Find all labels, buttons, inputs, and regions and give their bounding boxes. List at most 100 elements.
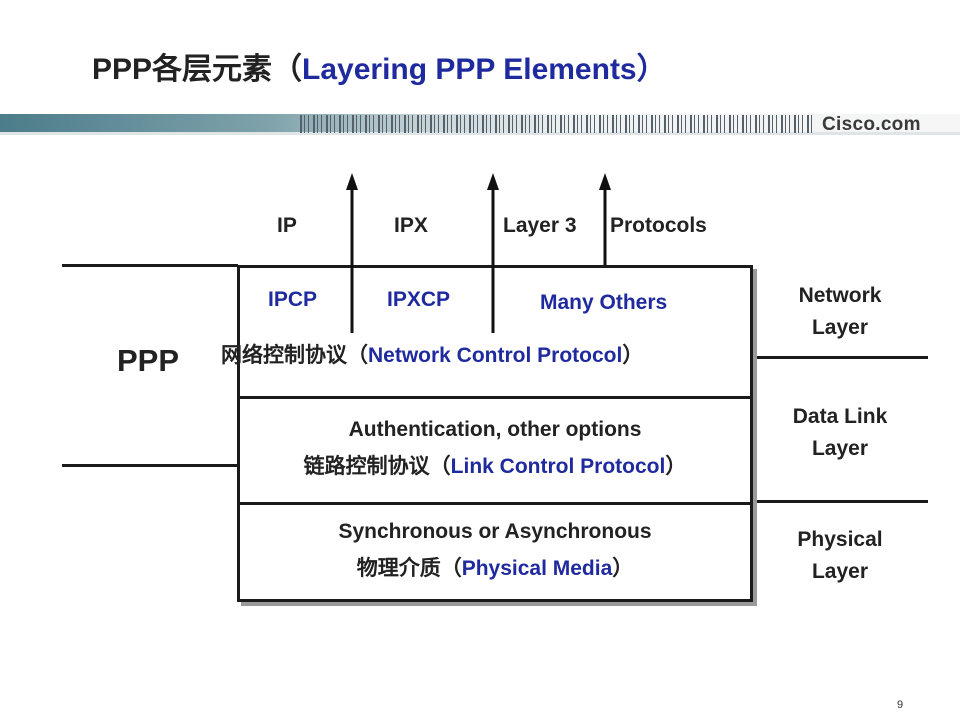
barcode-stripe	[534, 115, 536, 133]
ncp-end: ）	[622, 344, 644, 367]
datalink-layer-line2: Layer	[811, 437, 869, 460]
label-layer3: Layer 3	[503, 214, 577, 237]
barcode-stripe	[763, 115, 764, 133]
arrow-ip-head	[346, 173, 358, 190]
barcode-stripe	[794, 115, 796, 133]
barcode-stripe	[495, 115, 497, 133]
phys-en: Physical Media	[461, 557, 613, 580]
barcode-stripe	[607, 115, 608, 133]
barcode-stripe	[326, 115, 328, 133]
barcode-stripe	[399, 115, 400, 133]
barcode-stripe	[781, 115, 783, 133]
title-en: Layering PPP Elements	[302, 53, 637, 86]
barcode-stripe	[386, 115, 387, 133]
barcode-stripe	[733, 115, 734, 133]
barcode-stripe	[547, 115, 549, 133]
barcode-stripe	[412, 115, 413, 133]
barcode-stripe	[551, 115, 552, 133]
barcode-stripe	[373, 115, 374, 133]
barcode-stripe	[356, 115, 357, 133]
barcode-stripe	[304, 115, 305, 133]
barcode-stripe	[313, 115, 315, 133]
barcode-stripe	[629, 115, 630, 133]
barcode-stripe	[347, 115, 348, 133]
title-end: ）	[636, 53, 667, 86]
network-layer-line1: Network	[798, 284, 882, 307]
barcode-stripe	[690, 115, 692, 133]
barcode-stripe	[516, 115, 517, 133]
barcode-stripe	[716, 115, 718, 133]
barcode-stripe	[568, 115, 569, 133]
lcp-text: 链路控制协议（Link Control Protocol）	[237, 450, 753, 480]
barcode-stripe	[798, 115, 799, 133]
barcode-stripe	[321, 115, 322, 133]
barcode-stripe	[681, 115, 682, 133]
arrow-ipx-head	[487, 173, 499, 190]
many-others-label: Many Others	[540, 291, 668, 314]
barcode-stripe	[473, 115, 474, 133]
barcode-stripe	[577, 115, 578, 133]
barcode-stripe	[560, 115, 562, 133]
barcode-stripe	[633, 115, 634, 133]
barcode-stripe	[737, 115, 738, 133]
barcode-stripe	[586, 115, 588, 133]
barcode-stripe	[434, 115, 435, 133]
barcode-stripe	[776, 115, 777, 133]
network-layer-label: Network Layer	[770, 280, 910, 344]
page-title: PPP各层元素（Layering PPP Elements）	[92, 44, 667, 88]
ncp-text: 网络控制协议（Network Control Protocol）	[221, 339, 643, 369]
barcode-stripe	[460, 115, 461, 133]
lcp-box	[237, 396, 753, 505]
lcp-cn: 链路控制协议（	[303, 455, 451, 478]
barcode-stripe	[404, 115, 406, 133]
barcode-stripe	[729, 115, 731, 133]
barcode-stripe	[620, 115, 621, 133]
barcode-stripe	[625, 115, 627, 133]
barcode-stripe	[677, 115, 679, 133]
barcode-stripe	[456, 115, 458, 133]
barcode-stripe	[811, 115, 812, 133]
barcode-stripe	[538, 115, 539, 133]
barcode-stripe	[603, 115, 604, 133]
barcode-stripe	[638, 115, 640, 133]
barcode-stripe	[382, 115, 383, 133]
barcode-stripe	[590, 115, 591, 133]
barcode-stripe	[529, 115, 530, 133]
phys-text: 物理介质（Physical Media）	[237, 552, 753, 582]
barcode-stripe	[599, 115, 601, 133]
barcode-stripe	[672, 115, 673, 133]
barcode-stripe	[720, 115, 721, 133]
barcode-stripe	[525, 115, 526, 133]
barcode-stripe	[789, 115, 790, 133]
phys-line1: Synchronous or Asynchronous	[338, 520, 652, 543]
barcode-stripe	[772, 115, 773, 133]
barcode-stripe	[308, 115, 309, 133]
barcode-stripe	[612, 115, 614, 133]
barcode-stripe	[655, 115, 656, 133]
barcode-stripe	[365, 115, 367, 133]
barcode-stripe	[521, 115, 523, 133]
banner-barcode	[300, 115, 812, 133]
right-line-datalink	[750, 500, 928, 503]
barcode-stripe	[486, 115, 487, 133]
barcode-stripe	[646, 115, 647, 133]
barcode-stripe	[417, 115, 419, 133]
barcode-stripe	[659, 115, 660, 133]
barcode-stripe	[391, 115, 393, 133]
ipxcp-label: IPXCP	[387, 288, 451, 311]
barcode-stripe	[395, 115, 396, 133]
barcode-stripe	[746, 115, 747, 133]
lcp-en: Link Control Protocol	[450, 455, 666, 478]
page-number: 9	[897, 699, 904, 711]
barcode-stripe	[742, 115, 744, 133]
left-bottom-line	[62, 464, 238, 467]
label-ipx: IPX	[394, 214, 428, 237]
barcode-stripe	[707, 115, 708, 133]
barcode-stripe	[378, 115, 380, 133]
barcode-stripe	[711, 115, 712, 133]
barcode-stripe	[334, 115, 335, 133]
barcode-stripe	[594, 115, 595, 133]
label-ip: IP	[277, 214, 297, 237]
phys-cn: 物理介质（	[356, 557, 462, 580]
barcode-stripe	[698, 115, 699, 133]
